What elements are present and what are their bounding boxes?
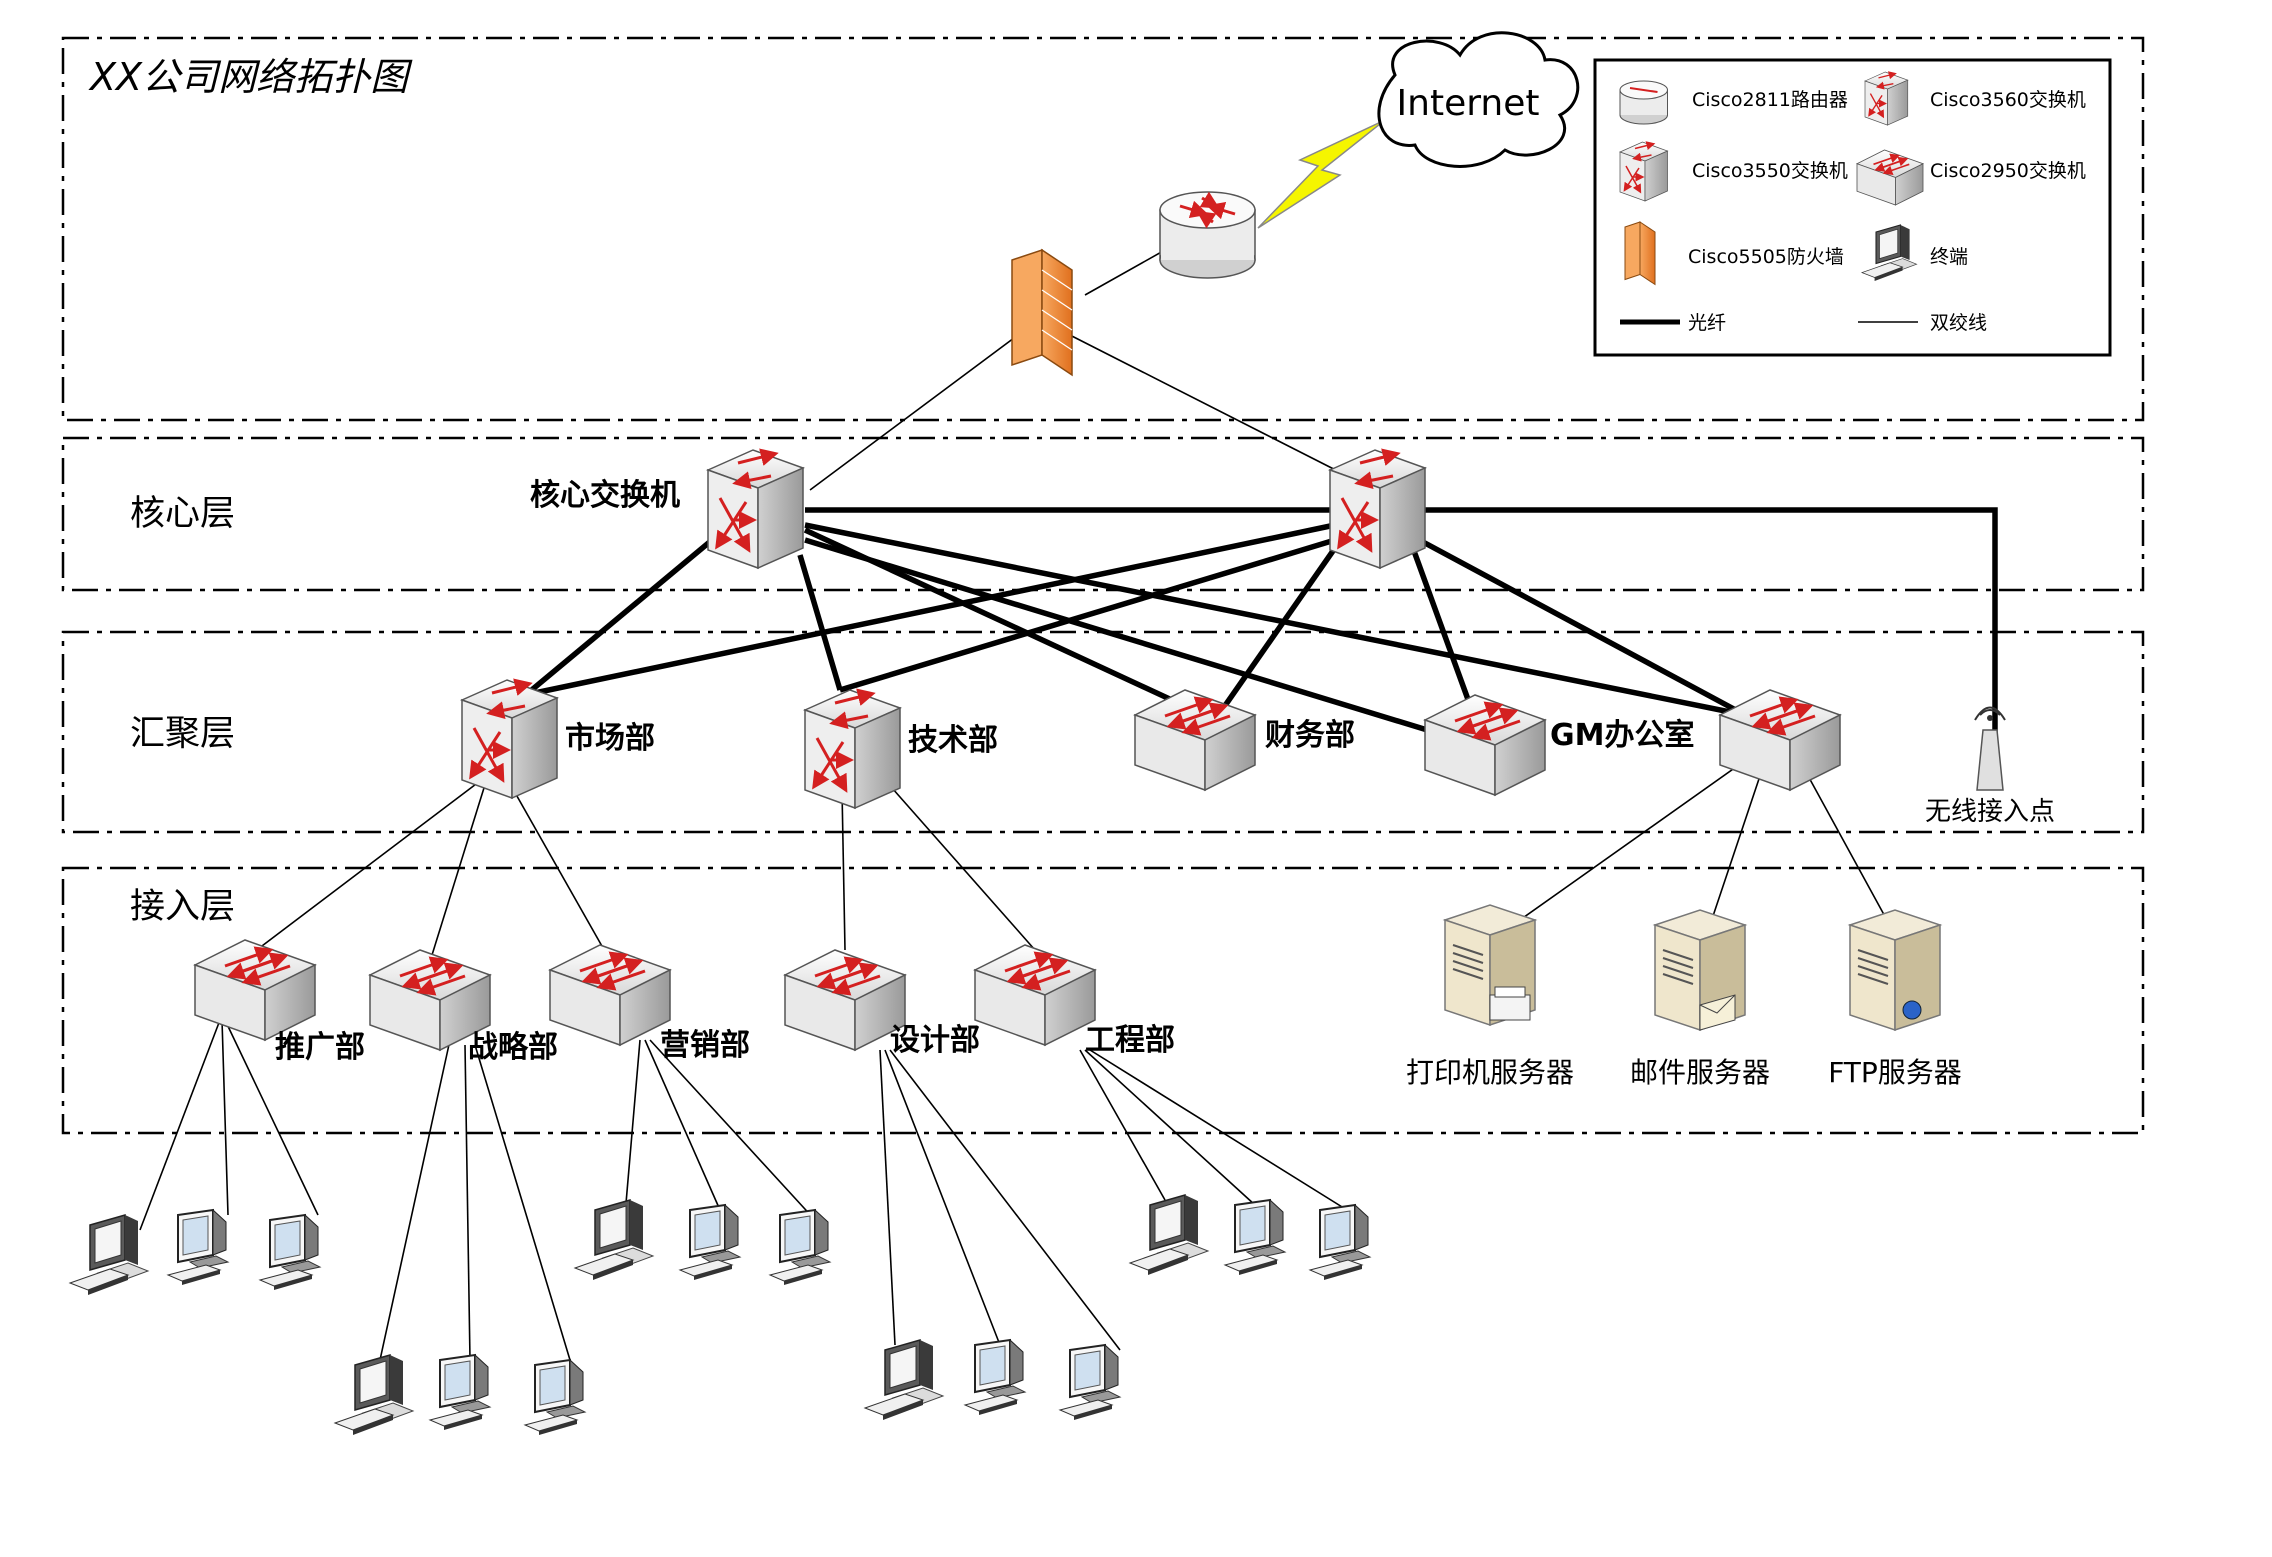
terminal xyxy=(524,1359,586,1436)
terminal xyxy=(1059,1344,1121,1421)
access-switch-promotion xyxy=(195,940,315,1040)
access-switch-engineering xyxy=(975,945,1095,1045)
terminal xyxy=(864,1339,944,1421)
engineering-label: 工程部 xyxy=(1085,1023,1175,1058)
terminal-group-promotion xyxy=(69,1209,321,1296)
wireless-ap xyxy=(1974,706,2006,791)
wan-lightning xyxy=(1257,119,1386,229)
terminal xyxy=(334,1354,414,1436)
terminal xyxy=(167,1209,229,1286)
switch3560-icon xyxy=(1865,72,1908,125)
legend-router-label: Cisco2811路由器 xyxy=(1692,89,1848,111)
core-switch-label: 核心交换机 xyxy=(530,478,680,513)
marketing-label: 市场部 xyxy=(565,721,655,756)
diagram-title: XX公司网络拓扑图 xyxy=(88,55,413,99)
core-layer-label: 核心层 xyxy=(130,494,235,534)
promotion-label: 推广部 xyxy=(275,1030,365,1065)
legend-firewall-label: Cisco5505防火墙 xyxy=(1688,246,1844,268)
wireless-ap-label: 无线接入点 xyxy=(1925,797,2055,827)
terminal xyxy=(964,1339,1026,1416)
strategy-label: 战略部 xyxy=(468,1030,558,1065)
ftp-server xyxy=(1849,909,1941,1031)
finance-label: 财务部 xyxy=(1265,718,1355,753)
core-switch-right xyxy=(1330,450,1425,568)
terminal xyxy=(429,1354,491,1431)
access-terminal-links xyxy=(139,1019,1356,1361)
print-server xyxy=(1444,904,1536,1026)
gm-office-label: GM办公室 xyxy=(1550,718,1694,753)
terminal-group-strategy xyxy=(334,1354,586,1436)
aggregation-switch-servers xyxy=(1720,690,1840,790)
uplink-links xyxy=(809,119,1386,491)
ftp-server-label: FTP服务器 xyxy=(1828,1056,1962,1089)
aggregation-switch-marketing xyxy=(462,680,557,798)
print-server-label: 打印机服务器 xyxy=(1406,1056,1574,1089)
router-icon xyxy=(1619,80,1668,125)
terminal xyxy=(1309,1204,1371,1281)
switch3550-icon xyxy=(1620,142,1668,201)
internet-zone-border xyxy=(61,36,2145,422)
terminal xyxy=(259,1214,321,1291)
design-label: 设计部 xyxy=(890,1023,980,1058)
legend-switch3550-label: Cisco3550交换机 xyxy=(1692,160,1848,182)
mail-server xyxy=(1654,909,1746,1031)
terminal-group-design xyxy=(864,1339,1121,1421)
aggregation-switch-technology xyxy=(805,690,900,808)
terminal xyxy=(769,1209,831,1286)
aggregation-switch-gm-office xyxy=(1425,695,1545,795)
internet-cloud: Internet xyxy=(1377,31,1580,168)
fiber-links xyxy=(520,507,1998,743)
legend-terminal-label: 终端 xyxy=(1930,246,1968,268)
terminal xyxy=(1129,1194,1209,1276)
aggregation-layer-label: 汇聚层 xyxy=(130,714,235,754)
firewall-icon xyxy=(1624,221,1656,286)
access-switch-sales xyxy=(550,945,670,1045)
aggregation-switch-finance xyxy=(1135,690,1255,790)
internet-label: Internet xyxy=(1397,83,1540,124)
sales-label: 营销部 xyxy=(660,1028,750,1063)
access-layer-label: 接入层 xyxy=(130,887,235,927)
legend-switch2950-label: Cisco2950交换机 xyxy=(1930,160,2086,182)
terminal-group-engineering xyxy=(1129,1194,1371,1281)
core-layer-border xyxy=(61,436,2145,592)
terminal xyxy=(679,1204,741,1281)
terminal xyxy=(69,1214,149,1296)
access-layer-border xyxy=(61,866,2145,1135)
access-switch-design xyxy=(785,950,905,1050)
legend-twisted-pair-label: 双绞线 xyxy=(1930,312,1987,334)
terminal-group-sales xyxy=(574,1199,831,1286)
router xyxy=(1159,191,1256,279)
core-switch-left xyxy=(708,450,803,568)
technology-label: 技术部 xyxy=(908,723,998,758)
legend-switch3560-label: Cisco3560交换机 xyxy=(1930,89,2086,111)
legend: Cisco2811路由器 Cisco3560交换机 Cisco3550交换机 C… xyxy=(1593,58,2112,357)
firewall xyxy=(1011,248,1073,377)
mail-server-label: 邮件服务器 xyxy=(1630,1056,1770,1089)
terminal xyxy=(1224,1199,1286,1276)
terminal xyxy=(574,1199,654,1281)
legend-fiber-label: 光纤 xyxy=(1688,312,1726,334)
